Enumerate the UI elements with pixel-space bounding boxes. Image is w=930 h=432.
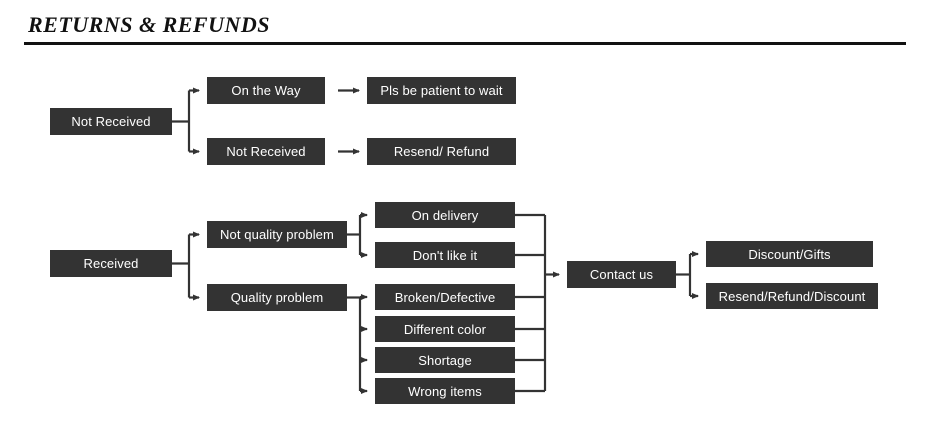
flow-node-not-quality: Not quality problem	[207, 221, 347, 248]
flow-node-on-the-way: On the Way	[207, 77, 325, 104]
flow-node-pls-be-patient: Pls be patient to wait	[367, 77, 516, 104]
flow-node-different-color: Different color	[375, 316, 515, 342]
flow-node-received-root: Received	[50, 250, 172, 277]
flow-node-shortage: Shortage	[375, 347, 515, 373]
flow-node-quality: Quality problem	[207, 284, 347, 311]
flow-node-resend-refund-disc: Resend/Refund/Discount	[706, 283, 878, 309]
flow-node-resend-refund: Resend/ Refund	[367, 138, 516, 165]
flow-node-contact-us: Contact us	[567, 261, 676, 288]
flow-node-wrong-items: Wrong items	[375, 378, 515, 404]
flow-node-not-received-child: Not Received	[207, 138, 325, 165]
flow-node-dont-like-it: Don't like it	[375, 242, 515, 268]
page-title: RETURNS & REFUNDS	[28, 12, 271, 37]
flow-node-discount-gifts: Discount/Gifts	[706, 241, 873, 267]
flow-node-not-received-root: Not Received	[50, 108, 172, 135]
flow-node-broken-defective: Broken/Defective	[375, 284, 515, 310]
title-divider	[24, 42, 906, 45]
flow-node-on-delivery: On delivery	[375, 202, 515, 228]
